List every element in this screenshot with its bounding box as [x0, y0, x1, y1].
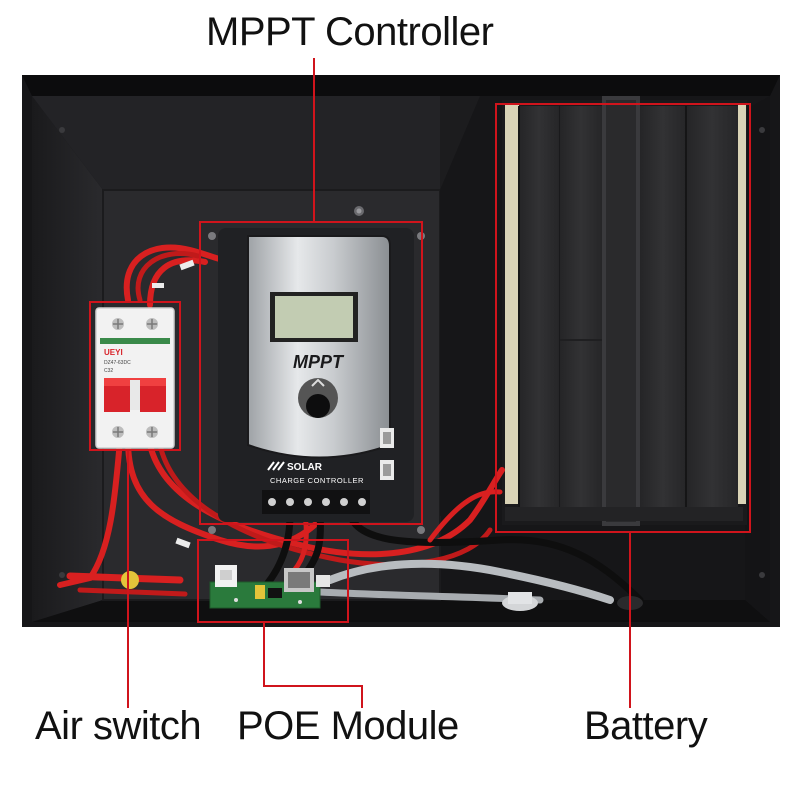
breaker-brand: UEYI [104, 348, 123, 357]
label-battery: Battery [584, 704, 708, 748]
cable-ties [152, 259, 195, 549]
breaker-rating: C32 [104, 368, 113, 374]
callout-box-air-switch [89, 301, 181, 451]
controller-button [306, 394, 330, 418]
poe-module [209, 565, 330, 609]
battery-pack [440, 96, 747, 526]
air-switch-breaker: UEYI DZ47-63DC C32 [95, 307, 175, 449]
leader-line-poe [263, 622, 363, 708]
lcd-screen [275, 296, 353, 338]
mppt-charge-controller: MPPT SOLAR CHARGE CONTROLLER [208, 228, 425, 534]
callout-box-mppt [199, 221, 423, 525]
callout-box-poe [197, 539, 349, 623]
callout-overlays [89, 58, 751, 708]
controller-label-solar: SOLAR [287, 462, 323, 473]
label-poe-module: POE Module [237, 704, 459, 748]
controller-label-charge: CHARGE CONTROLLER [270, 476, 364, 485]
label-air-switch: Air switch [35, 704, 202, 748]
controller-brand: MPPT [293, 352, 345, 372]
label-mppt-controller: MPPT Controller [206, 10, 494, 54]
callout-box-battery [495, 103, 751, 533]
breaker-model: DZ47-63DC [104, 360, 131, 366]
